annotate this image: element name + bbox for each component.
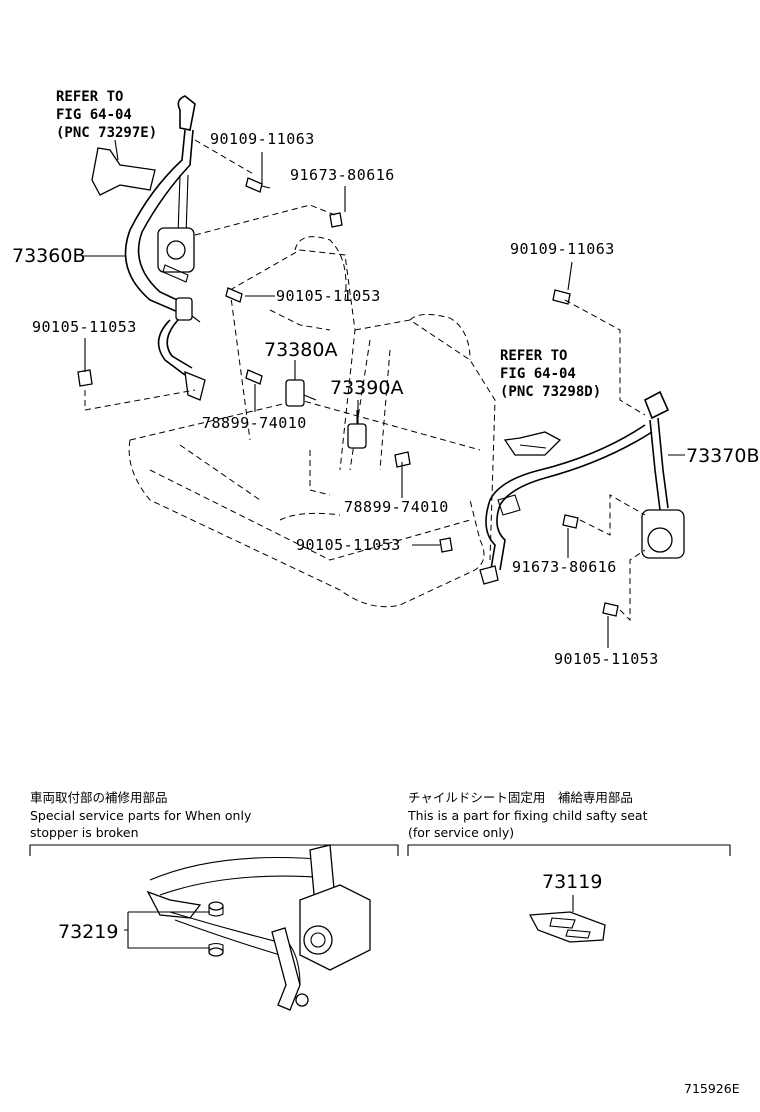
ref-note-2-line1: REFER TO <box>500 348 567 364</box>
bracket-left-icon <box>91 147 156 196</box>
stopper-assembly-illustration <box>146 844 371 1011</box>
stopper-callout-bracket <box>124 911 210 949</box>
part-label-73390a: 73390A <box>330 377 403 399</box>
part-label-90105-11053-b: 90105-11053 <box>32 318 137 336</box>
part-label-91673-80616-right: 91673-80616 <box>512 558 617 576</box>
buckle-icon <box>285 379 367 449</box>
ref-note-2-line3: (PNC 73298D) <box>500 384 601 400</box>
left-note-english-2: stopper is broken <box>30 825 139 840</box>
part-label-90109-11063-left: 90109-11063 <box>210 130 315 148</box>
part-label-78899-74010-a: 78899-74010 <box>202 414 307 432</box>
part-label-73380a: 73380A <box>264 339 337 361</box>
part-label-90105-11053-a: 90105-11053 <box>276 287 381 305</box>
left-note-english-1: Special service parts for When only <box>30 808 252 823</box>
section-brackets <box>29 844 731 856</box>
part-label-73370b: 73370B <box>686 445 759 467</box>
anchor-plate-icon <box>528 911 606 943</box>
right-seat-belt-assembly <box>479 289 685 617</box>
bracket-right-icon <box>503 431 562 456</box>
leader-lines <box>84 139 646 622</box>
ref-note-1-line1: REFER TO <box>56 89 123 105</box>
figure-id: 715926E <box>684 1081 740 1096</box>
right-note-english-2: (for service only) <box>408 825 514 840</box>
ref-note-2-line2: FIG 64-04 <box>500 366 576 382</box>
callout-lines <box>82 139 685 648</box>
ref-note-1-line3: (PNC 73297E) <box>56 125 157 141</box>
part-label-73219: 73219 <box>58 921 118 943</box>
left-seat-belt-assembly <box>124 95 206 401</box>
part-label-90105-11053-c: 90105-11053 <box>296 536 401 554</box>
part-label-90105-11053-d: 90105-11053 <box>554 650 659 668</box>
bolt-icon <box>77 177 453 553</box>
part-label-73360b: 73360B <box>12 245 85 267</box>
part-label-91673-80616-left: 91673-80616 <box>290 166 395 184</box>
right-note-japanese: チャイルドシート固定用 補給専用部品 <box>408 790 633 805</box>
part-label-73119: 73119 <box>542 871 602 893</box>
part-label-78899-74010-b: 78899-74010 <box>344 498 449 516</box>
right-note-english-1: This is a part for fixing child safty se… <box>407 808 648 823</box>
left-note-japanese: 車両取付部の補修用部品 <box>30 790 168 805</box>
part-label-90109-11063-right: 90109-11063 <box>510 240 615 258</box>
ref-note-1-line2: FIG 64-04 <box>56 107 132 123</box>
